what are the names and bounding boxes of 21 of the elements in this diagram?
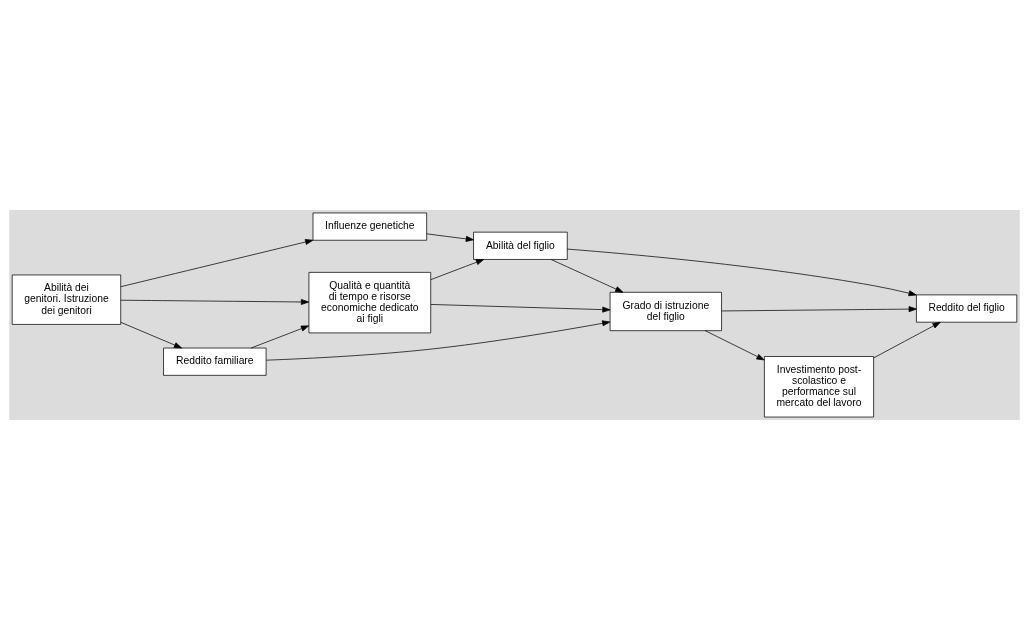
arrow	[704, 329, 765, 360]
arrow	[430, 258, 485, 280]
arrow	[566, 248, 917, 296]
node-box: Reddito del figlio	[916, 294, 1018, 323]
arrow	[721, 305, 917, 312]
arrow	[430, 303, 611, 313]
arrow	[120, 298, 310, 305]
arrow	[873, 321, 941, 358]
node-box: Investimento post-scolastico e performance sul mercato del lavoro	[764, 355, 874, 417]
arrow	[250, 325, 310, 348]
node-box: Reddito familiare	[163, 347, 267, 376]
arrow	[550, 258, 624, 293]
arrow	[426, 232, 474, 242]
arrow	[120, 321, 183, 348]
node-box: Abilità dei genitori. Istruzione dei genitori	[11, 274, 122, 325]
node-box: Qualità e quantità di tempo e risorse economiche dedicato ai figli	[308, 271, 432, 333]
node-box: Abilità del figlio	[473, 231, 568, 260]
arrow	[265, 319, 611, 361]
node-box: Grado di istruzione del figlio	[609, 291, 722, 331]
node-box: Influenze genetiche	[312, 212, 428, 241]
arrow	[120, 238, 314, 287]
